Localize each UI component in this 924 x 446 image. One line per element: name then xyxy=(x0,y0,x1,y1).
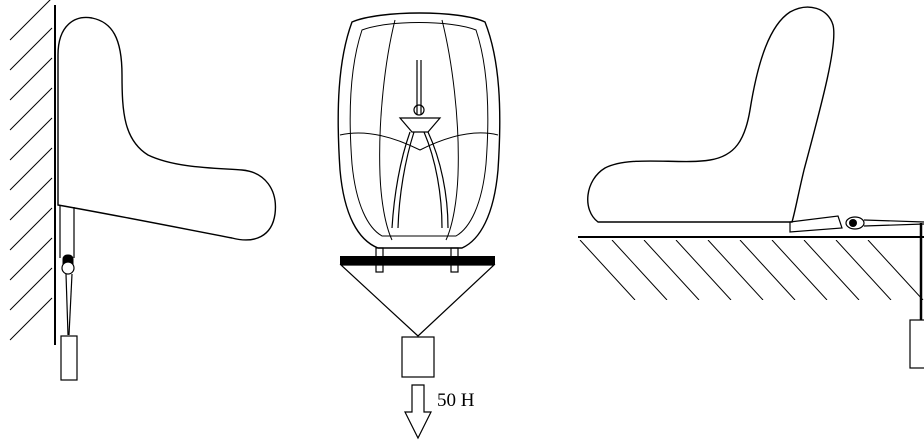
wall-hatching xyxy=(9,0,53,341)
base-bar xyxy=(340,256,495,265)
harness-ring xyxy=(413,104,425,116)
floor-hatching xyxy=(579,240,924,300)
panel-seat-against-wall xyxy=(9,0,277,381)
seat-outline xyxy=(57,16,277,241)
seat-base xyxy=(789,215,843,233)
test-weight xyxy=(60,335,78,381)
harness-left-strap xyxy=(391,131,411,229)
cable-left xyxy=(65,273,69,336)
harness-right-strap xyxy=(423,131,443,229)
test-weight-center xyxy=(401,336,435,378)
anchor-clip-core xyxy=(849,219,857,227)
harness-left-strap-2 xyxy=(397,131,415,229)
rigging-triangle xyxy=(339,264,496,337)
force-arrow-down xyxy=(404,384,432,440)
seat-shell-inner xyxy=(349,22,489,237)
cushion-seam xyxy=(339,132,499,151)
cable-horizontal-bottom xyxy=(863,223,924,227)
harness-right-strap-2 xyxy=(427,131,449,229)
seat-shell xyxy=(337,12,501,249)
anchor-clip-floor xyxy=(845,216,865,230)
cable-right xyxy=(68,273,73,336)
shell-contour-left xyxy=(379,19,396,241)
test-weight-right xyxy=(909,319,924,369)
anchor-ring xyxy=(61,261,75,275)
seat-profile xyxy=(587,6,835,223)
panel-seat-on-floor xyxy=(578,6,924,369)
cable-horizontal-top xyxy=(863,219,924,223)
force-label: 50 H xyxy=(437,390,475,411)
shell-contour-right xyxy=(441,19,459,241)
panel-seat-front-view xyxy=(337,12,501,440)
harness-buckle xyxy=(398,117,442,133)
